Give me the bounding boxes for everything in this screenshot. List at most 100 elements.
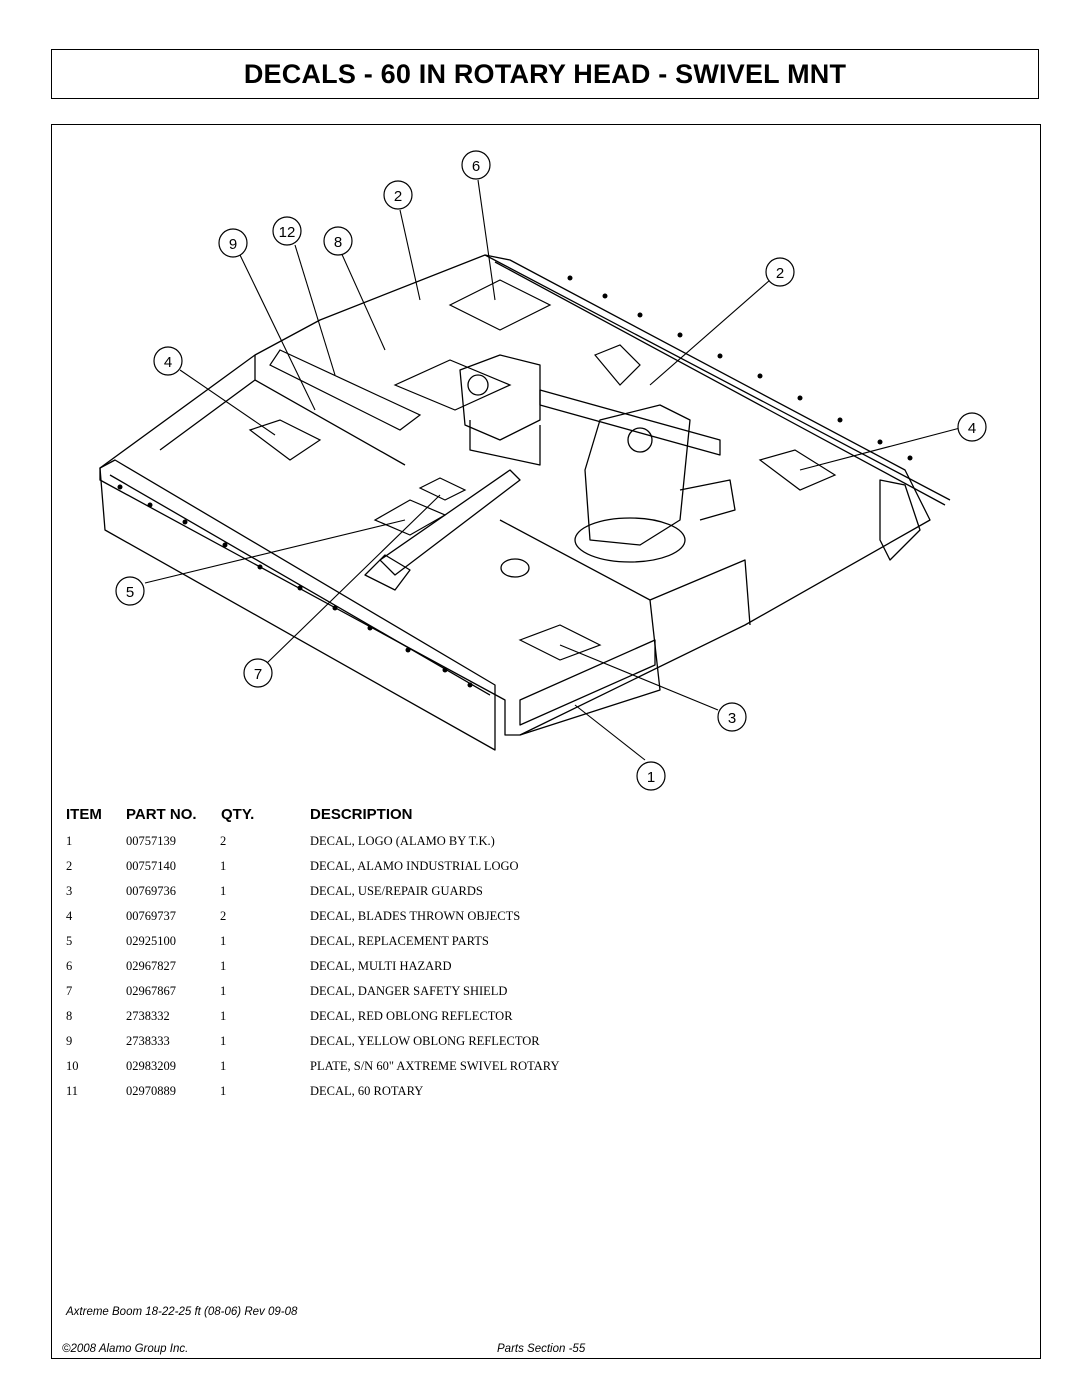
cell-description: DECAL, 60 ROTARY bbox=[310, 1084, 424, 1098]
cell-item: 9 bbox=[66, 1034, 73, 1048]
cell-part-no: 00757139 bbox=[126, 834, 176, 848]
svg-text:3: 3 bbox=[728, 710, 736, 727]
cell-part-no: 02967867 bbox=[126, 984, 176, 998]
cell-qty: 2 bbox=[220, 909, 227, 923]
cell-item: 5 bbox=[66, 934, 73, 948]
cell-qty: 1 bbox=[220, 1059, 227, 1073]
page-title: DECALS - 60 IN ROTARY HEAD - SWIVEL MNT bbox=[243, 58, 847, 89]
callout-2-top: 2 bbox=[383, 180, 413, 210]
leader-7 bbox=[264, 494, 441, 666]
cell-qty: 1 bbox=[220, 984, 227, 998]
svg-text:12: 12 bbox=[279, 224, 296, 241]
callout-4-right: 4 bbox=[957, 412, 987, 442]
left-panel bbox=[159, 355, 406, 466]
leader-9 bbox=[239, 254, 316, 411]
cell-description: DECAL, MULTI HAZARD bbox=[310, 959, 452, 973]
leader-4-right bbox=[799, 427, 961, 471]
cell-description: DECAL, USE/REPAIR GUARDS bbox=[310, 884, 483, 898]
svg-text:8: 8 bbox=[334, 234, 342, 251]
callout-4-left: 4 bbox=[153, 346, 183, 376]
gearbox bbox=[459, 354, 541, 441]
table-row: 5 02925100 1 DECAL, REPLACEMENT PARTS bbox=[0, 934, 1080, 954]
leader-2-top bbox=[399, 209, 421, 301]
decal-panel-4-left bbox=[248, 419, 322, 461]
cell-description: DECAL, YELLOW OBLONG REFLECTOR bbox=[310, 1034, 540, 1048]
leader-4-left bbox=[179, 369, 276, 436]
cell-description: DECAL, BLADES THROWN OBJECTS bbox=[310, 909, 521, 923]
cell-part-no: 00757140 bbox=[126, 859, 176, 873]
front-shield bbox=[99, 459, 496, 751]
leader-3 bbox=[559, 644, 719, 711]
right-skid bbox=[879, 479, 921, 561]
deck-rear-rim bbox=[484, 254, 951, 506]
tunnel-decal-1 bbox=[519, 639, 656, 726]
leader-8 bbox=[339, 249, 386, 351]
svg-text:5: 5 bbox=[126, 584, 134, 601]
leader-6 bbox=[477, 179, 496, 301]
cell-item: 6 bbox=[66, 959, 73, 973]
diagram-frame bbox=[51, 124, 1041, 1359]
cell-qty: 1 bbox=[220, 934, 227, 948]
cylinder-mount bbox=[364, 554, 411, 591]
cell-part-no: 2738333 bbox=[126, 1034, 170, 1048]
cell-part-no: 2738332 bbox=[126, 1009, 170, 1023]
header-part-no: PART NO. bbox=[126, 806, 197, 823]
leader-5 bbox=[144, 519, 406, 584]
cell-part-no: 00769737 bbox=[126, 909, 176, 923]
cell-description: DECAL, DANGER SAFETY SHIELD bbox=[310, 984, 508, 998]
svg-text:2: 2 bbox=[776, 265, 784, 282]
leader-12 bbox=[294, 244, 336, 376]
swivel-pivot bbox=[627, 427, 653, 453]
rotary-head-diagram: 6 2 12 9 8 2 4 4 5 7 3 1 bbox=[99, 150, 987, 791]
center-tunnel bbox=[499, 519, 751, 736]
cell-item: 7 bbox=[66, 984, 73, 998]
page-title-box: DECALS - 60 IN ROTARY HEAD - SWIVEL MNT bbox=[51, 49, 1039, 99]
decal-panel-6 bbox=[448, 279, 552, 331]
cell-qty: 1 bbox=[220, 959, 227, 973]
gearbox-base bbox=[469, 420, 541, 466]
header-description: DESCRIPTION bbox=[310, 806, 413, 823]
svg-text:4: 4 bbox=[164, 354, 172, 371]
callout-8: 8 bbox=[323, 226, 353, 256]
decal-panel-4-right bbox=[758, 449, 837, 491]
deck-hole bbox=[500, 558, 530, 578]
callout-9: 9 bbox=[218, 228, 248, 258]
cell-description: DECAL, REPLACEMENT PARTS bbox=[310, 934, 489, 948]
callout-2-right: 2 bbox=[765, 257, 795, 287]
table-row: 10 02983209 1 PLATE, S/N 60" AXTREME SWI… bbox=[0, 1059, 1080, 1079]
leader-2-right bbox=[649, 279, 771, 386]
cell-qty: 2 bbox=[220, 834, 227, 848]
callout-3: 3 bbox=[717, 702, 747, 732]
leader-1 bbox=[574, 704, 646, 761]
swivel-mount bbox=[584, 404, 691, 546]
svg-text:4: 4 bbox=[968, 420, 976, 437]
drive-beam bbox=[539, 389, 721, 456]
cell-description: DECAL, ALAMO INDUSTRIAL LOGO bbox=[310, 859, 519, 873]
callout-1: 1 bbox=[636, 761, 666, 791]
table-row: 2 00757140 1 DECAL, ALAMO INDUSTRIAL LOG… bbox=[0, 859, 1080, 879]
cell-qty: 1 bbox=[220, 859, 227, 873]
cell-item: 3 bbox=[66, 884, 73, 898]
table-row: 7 02967867 1 DECAL, DANGER SAFETY SHIELD bbox=[0, 984, 1080, 1004]
header-item: ITEM bbox=[66, 806, 102, 823]
decal-panel-12 bbox=[269, 349, 422, 431]
shield-edge bbox=[109, 474, 491, 696]
cell-qty: 1 bbox=[220, 1034, 227, 1048]
page-number: Parts Section -55 bbox=[497, 1343, 586, 1355]
cell-part-no: 02970889 bbox=[126, 1084, 176, 1098]
callout-6: 6 bbox=[461, 150, 491, 180]
cell-description: PLATE, S/N 60" AXTREME SWIVEL ROTARY bbox=[310, 1059, 560, 1073]
cell-qty: 1 bbox=[220, 1084, 227, 1098]
table-row: 3 00769736 1 DECAL, USE/REPAIR GUARDS bbox=[0, 884, 1080, 904]
cell-description: DECAL, RED OBLONG REFLECTOR bbox=[310, 1009, 513, 1023]
svg-text:2: 2 bbox=[394, 188, 402, 205]
decal-panel-3 bbox=[518, 624, 602, 661]
cell-qty: 1 bbox=[220, 884, 227, 898]
cell-description: DECAL, LOGO (ALAMO BY T.K.) bbox=[310, 834, 495, 848]
copyright: ©2008 Alamo Group Inc. bbox=[62, 1343, 189, 1355]
callout-5: 5 bbox=[115, 576, 145, 606]
svg-text:7: 7 bbox=[254, 666, 262, 683]
cell-item: 2 bbox=[66, 859, 73, 873]
cell-item: 1 bbox=[66, 834, 73, 848]
svg-text:6: 6 bbox=[472, 158, 480, 175]
